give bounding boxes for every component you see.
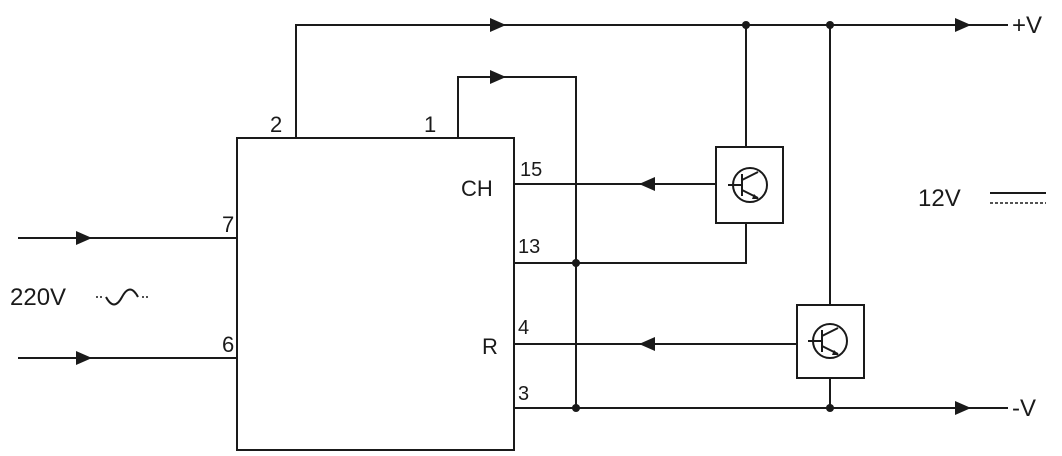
pin-13-label: 13	[518, 236, 540, 258]
transistor-1	[715, 146, 784, 224]
negative-supply-label: -V	[1012, 395, 1036, 422]
dc-symbol-icon	[990, 192, 1046, 204]
pin1-wire	[457, 76, 577, 408]
r-label: R	[482, 334, 498, 359]
transistor-icon	[728, 167, 768, 203]
transistor-icon	[808, 323, 848, 359]
arrow-right-icon	[490, 18, 506, 32]
pin-7-label: 7	[222, 212, 234, 237]
positive-rail-wire	[295, 24, 1008, 138]
arrow-right-icon	[955, 18, 971, 32]
arrow-right-icon	[490, 70, 506, 84]
pin-3-label: 3	[518, 383, 529, 405]
pin-15-label: 15	[520, 159, 542, 181]
arrow-right-icon	[76, 231, 92, 245]
junction-dot	[572, 404, 580, 412]
junction-dot	[826, 404, 834, 412]
dc-voltage-label: 12V	[918, 185, 961, 212]
pin-1-label: 1	[424, 112, 436, 137]
pin-4-label: 4	[518, 317, 529, 339]
arrow-right-icon	[76, 351, 92, 365]
controller-module	[236, 137, 515, 451]
junction-dot	[826, 21, 834, 29]
junction-dot	[742, 21, 750, 29]
junction-dot	[572, 259, 580, 267]
positive-supply-label: +V	[1012, 12, 1042, 39]
pin-2-label: 2	[270, 112, 282, 137]
transistor-2	[796, 304, 865, 379]
arrow-left-icon	[639, 337, 655, 351]
arrow-right-icon	[955, 401, 971, 415]
pin-6-label: 6	[222, 332, 234, 357]
sine-wave-icon	[96, 288, 148, 306]
ch-label: CH	[461, 176, 493, 201]
pin13-wire	[514, 223, 747, 264]
ac-input-voltage-label: 220V	[10, 284, 66, 311]
arrow-left-icon	[639, 177, 655, 191]
